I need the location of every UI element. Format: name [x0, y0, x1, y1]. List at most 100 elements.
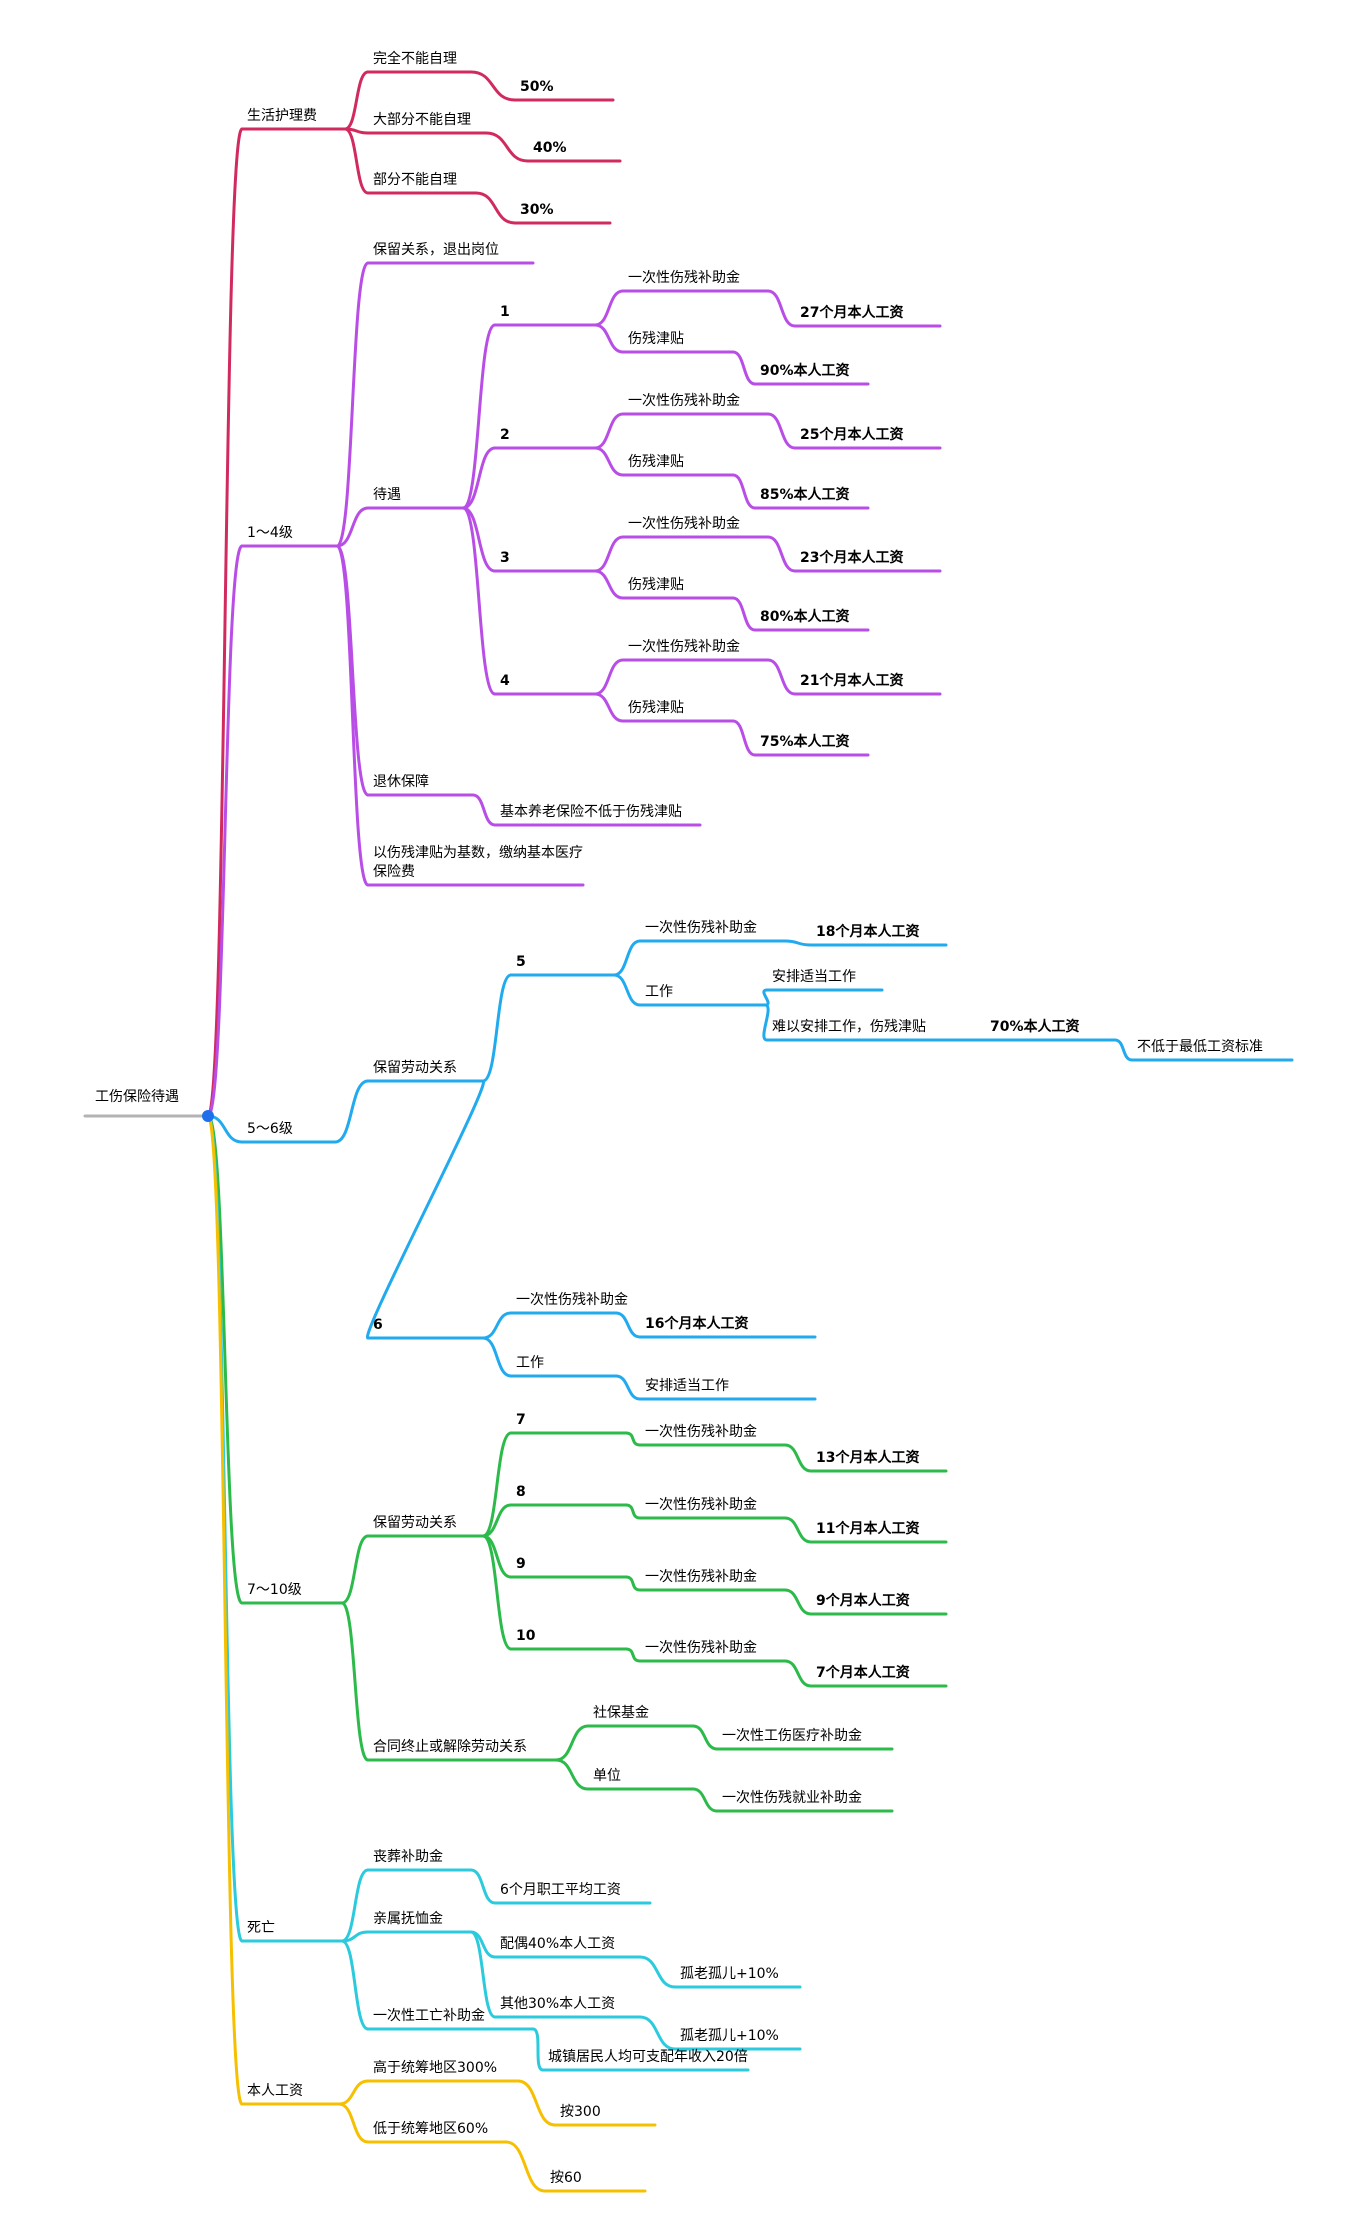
branch-label: 5～6级: [247, 1121, 293, 1137]
connector-3-0: [340, 1534, 370, 1605]
node-label: 安排适当工作: [772, 969, 856, 985]
node-label: 7: [516, 1412, 526, 1428]
node-label: 保留劳动关系: [373, 1060, 457, 1076]
connector-5-1: [337, 2102, 370, 2144]
node-label: 配偶40%本人工资: [500, 1936, 615, 1952]
connector-1-1-0-1-0: [731, 350, 757, 386]
node-label: 6个月职工平均工资: [500, 1882, 621, 1898]
connector-3-0-2-0: [624, 1575, 642, 1592]
node-label: 部分不能自理: [373, 172, 457, 188]
node-label: 3: [500, 550, 510, 566]
node-label: 一次性伤残补助金: [628, 393, 740, 409]
node-label: 亲属抚恤金: [373, 1911, 443, 1927]
connector-3-1-0-0: [691, 1724, 719, 1751]
connector-1-2-0: [471, 793, 497, 827]
connector-2-0-0-0-0: [783, 939, 813, 947]
connector-3-0-0-0: [624, 1431, 642, 1447]
node-label: 27个月本人工资: [800, 304, 903, 321]
node-label: 21个月本人工资: [800, 672, 903, 689]
connector-4-2: [340, 1939, 370, 2031]
connector-4-1-1-0: [638, 2015, 677, 2051]
node-label: 11个月本人工资: [816, 1520, 919, 1537]
connector-1-3: [335, 544, 370, 887]
connector-1-1-0-0: [593, 289, 625, 327]
root-label: 工伤保险待遇: [95, 1089, 179, 1105]
node-labels: 工伤保险待遇生活护理费完全不能自理50%大部分不能自理40%部分不能自理30%1…: [95, 50, 1263, 2186]
node-label: 一次性工亡补助金: [373, 2008, 485, 2024]
connector-0-0-0: [469, 70, 517, 102]
node-label: 城镇居民人均可支配年收入20倍: [548, 2049, 748, 2065]
node-label: 以伤残津贴为基数，缴纳基本医疗: [373, 844, 583, 861]
connector-3-0-1-0-0: [783, 1516, 813, 1544]
node-label: 一次性伤残补助金: [516, 1292, 628, 1308]
connector-2-0-1: [366, 1079, 485, 1340]
branch-connector-1: [206, 544, 244, 1118]
node-label: 丧葬补助金: [373, 1849, 443, 1865]
connector-1-1-1: [461, 446, 497, 510]
node-label: 7个月本人工资: [816, 1664, 910, 1681]
connector-4-1-1: [469, 1930, 497, 2019]
connector-1-1-2-0: [593, 535, 625, 573]
connector-4-0: [340, 1868, 370, 1943]
connector-5-0: [337, 2079, 370, 2106]
connector-0-2-0: [474, 191, 517, 225]
node-label: 23个月本人工资: [800, 549, 903, 566]
node-label: 按60: [550, 2170, 582, 2186]
connector-1-1-0-0-0: [766, 289, 797, 328]
node-label: 80%本人工资: [760, 608, 850, 625]
node-label: 9个月本人工资: [816, 1592, 910, 1609]
connector-lines: [83, 70, 1294, 2193]
node-label: 基本养老保险不低于伤残津贴: [500, 803, 682, 820]
connector-1-1-2-1: [593, 569, 625, 600]
node-label: 一次性工伤医疗补助金: [722, 1728, 862, 1744]
node-label: 75%本人工资: [760, 733, 850, 750]
node-label: 2: [500, 427, 510, 443]
connector-2-0-0-1-1-0-0: [1113, 1038, 1134, 1062]
node-label: 安排适当工作: [645, 1378, 729, 1394]
connector-1-1-3-1-0: [731, 719, 757, 757]
node-label: 待遇: [373, 487, 401, 503]
node-label: 13个月本人工资: [816, 1449, 919, 1466]
branch-connector-0: [206, 127, 244, 1118]
connector-1-1: [335, 506, 370, 548]
connector-3-0-1-0: [624, 1503, 642, 1520]
branch-label: 本人工资: [247, 2083, 303, 2099]
connector-1-1-1-0: [593, 412, 625, 450]
connector-2-0-0: [481, 973, 513, 1083]
node-label: 完全不能自理: [373, 50, 457, 67]
connector-1-1-1-0-0: [766, 412, 797, 450]
connector-1-1-2-1-0: [731, 596, 757, 632]
node-label: 工作: [516, 1355, 544, 1371]
node-label: 一次性伤残补助金: [645, 1424, 757, 1440]
node-label: 一次性伤残补助金: [628, 270, 740, 286]
connector-3-0-3: [481, 1534, 513, 1651]
connector-1-1-3-1: [593, 692, 625, 723]
connector-1-1-2: [461, 506, 497, 573]
branch-label: 生活护理费: [247, 108, 317, 124]
node-label: 一次性伤残补助金: [645, 1569, 757, 1585]
branch-label: 1～4级: [247, 525, 293, 541]
node-label: 30%: [520, 202, 554, 218]
node-label: 伤残津贴: [628, 454, 684, 470]
branch-label: 死亡: [247, 1920, 275, 1936]
node-label: 保留关系，退出岗位: [373, 242, 499, 258]
connector-3-1: [340, 1601, 370, 1762]
connector-3-0-3-0: [624, 1647, 642, 1663]
connector-3-0-1: [481, 1503, 513, 1538]
node-label: 社保基金: [593, 1704, 649, 1721]
root-connector-dot: [202, 1110, 214, 1122]
connector-3-0-3-0-0: [783, 1659, 813, 1688]
node-label: 单位: [593, 1768, 621, 1784]
connector-0-1-0: [484, 131, 530, 163]
branch-connector-5: [206, 1114, 244, 2106]
connector-2-0-1-1: [481, 1336, 513, 1378]
connector-3-1-0: [554, 1724, 590, 1762]
connector-3-1-1-0: [691, 1787, 719, 1813]
connector-1-2: [335, 544, 370, 797]
node-label: 9: [516, 1556, 526, 1572]
connector-2-0-0-1-0: [762, 988, 770, 1007]
node-label: 伤残津贴: [628, 700, 684, 716]
node-label: 5: [516, 954, 526, 970]
node-label: 难以安排工作，伤残津贴: [772, 1019, 926, 1035]
